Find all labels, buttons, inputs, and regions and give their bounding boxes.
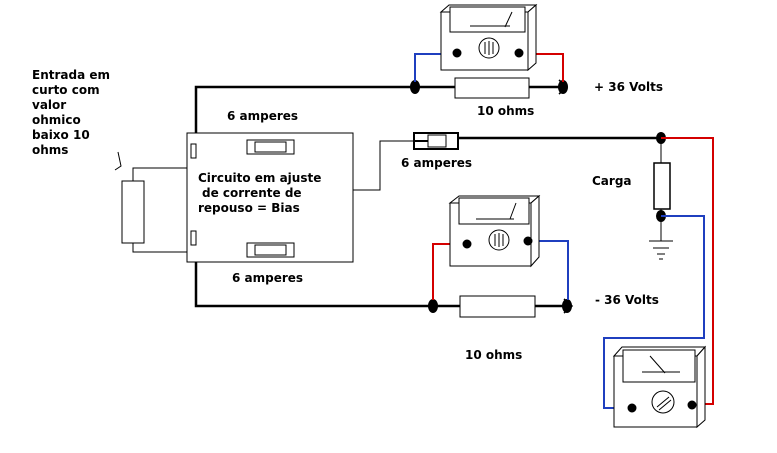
plus-supply-label: + 36 Volts <box>594 80 663 94</box>
input-note-line: ohms <box>32 143 69 157</box>
fuse-top-label: 6 amperes <box>227 109 299 123</box>
bias-label-line: Circuito em ajuste <box>198 171 322 185</box>
analog-meter-middle <box>448 194 541 268</box>
input-note-line: valor <box>32 98 67 112</box>
input-note-line: curto com <box>32 83 100 97</box>
input-note-line: ohmico <box>32 113 81 127</box>
resistor-bottom-label: 10 ohms <box>465 348 523 362</box>
junction-dot <box>558 80 568 94</box>
resistor-bottom <box>459 295 536 318</box>
box-terminal-top <box>190 143 197 159</box>
resistor-top-label: 10 ohms <box>477 104 535 118</box>
analog-meter-top <box>439 3 538 72</box>
resistor-top <box>454 77 530 99</box>
positive-rail <box>194 85 565 133</box>
bias-circuit-box <box>186 132 354 263</box>
input-lead-top <box>132 167 187 181</box>
meter-mid-blue-lead <box>528 240 569 300</box>
meter-bottom-blue-lead <box>603 215 705 409</box>
load-resistor <box>653 162 671 210</box>
negative-rail <box>194 262 570 308</box>
input-short-note: Entrada em curto com valor ohmico baixo … <box>32 68 112 158</box>
output-wire <box>353 140 414 191</box>
junction-dot <box>562 299 572 313</box>
bias-label-line: de corrente de <box>202 186 302 200</box>
fuse-bottom-label: 6 amperes <box>232 271 304 285</box>
analog-meter-bottom <box>612 345 707 429</box>
fuse-bottom-body <box>246 242 295 258</box>
input-note-line: baixo 10 <box>32 128 90 142</box>
fuse-output-label: 6 amperes <box>401 156 473 170</box>
input-resistor <box>121 180 145 244</box>
minus-supply-label: - 36 Volts <box>595 293 659 307</box>
junction-dot <box>410 80 420 94</box>
bias-label-line: repouso = Bias <box>198 201 300 215</box>
load-label: Carga <box>592 174 632 188</box>
fuse-output <box>413 132 459 150</box>
fuse-top-body <box>246 139 295 155</box>
bias-circuit-label: Circuito em ajuste de corrente de repous… <box>198 171 348 216</box>
input-arrow <box>114 151 122 171</box>
junction-dot <box>428 299 438 313</box>
box-terminal-bottom <box>190 230 197 246</box>
input-lead-bottom <box>132 243 187 253</box>
input-note-line: Entrada em <box>32 68 110 82</box>
